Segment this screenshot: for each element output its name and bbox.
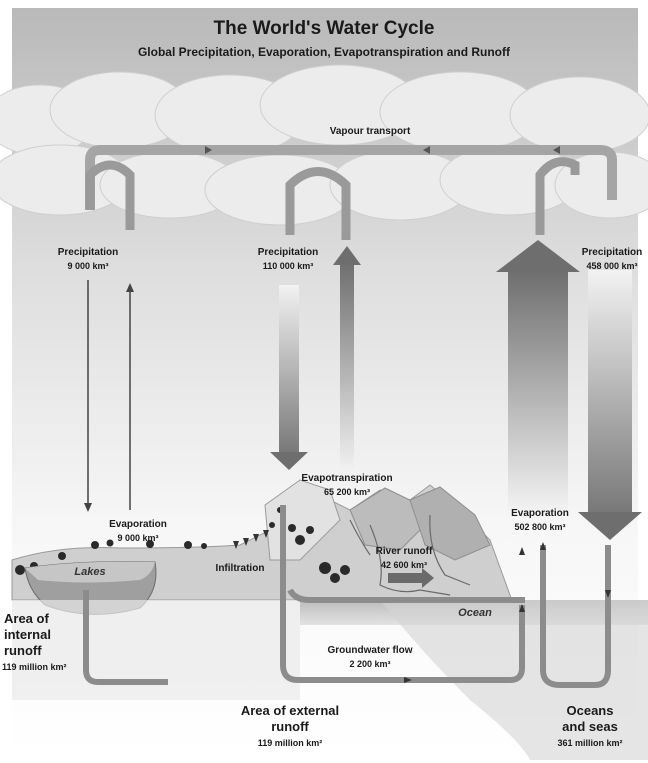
- oceans-area-line1: Oceans: [540, 704, 640, 719]
- external-runoff-area-line1: Area of external: [220, 704, 360, 719]
- precipitation-internal-label: Precipitation: [48, 247, 128, 259]
- internal-runoff-area-value: 119 million km²: [2, 662, 78, 672]
- lakes-label: Lakes: [60, 566, 120, 579]
- precipitation-external-value: 110 000 km³: [248, 261, 328, 271]
- precipitation-internal-value: 9 000 km³: [48, 261, 128, 271]
- groundwater-flow-value: 2 200 km³: [310, 659, 430, 669]
- precipitation-ocean-label: Precipitation: [576, 247, 648, 259]
- infiltration-label: Infiltration: [205, 563, 275, 575]
- vapour-transport-label: Vapour transport: [300, 126, 440, 138]
- evaporation-ocean-label: Evaporation: [500, 508, 580, 520]
- evapotranspiration-value: 65 200 km³: [282, 487, 412, 497]
- ocean-label: Ocean: [440, 607, 510, 620]
- evaporation-internal-label: Evaporation: [98, 519, 178, 531]
- external-runoff-area-line2: runoff: [220, 720, 360, 735]
- diagram-title: The World's Water Cycle: [0, 18, 648, 40]
- internal-runoff-area-line1: Area of: [4, 612, 74, 627]
- external-runoff-area-value: 119 million km²: [220, 738, 360, 748]
- diagram-subtitle: Global Precipitation, Evaporation, Evapo…: [0, 46, 648, 60]
- oceans-area-value: 361 million km²: [540, 738, 640, 748]
- internal-runoff-area-line3: runoff: [4, 644, 74, 659]
- evaporation-internal-value: 9 000 km³: [98, 533, 178, 543]
- river-runoff-value: 42 600 km³: [364, 560, 444, 570]
- oceans-area-line2: and seas: [540, 720, 640, 735]
- evaporation-ocean-arrow: [496, 240, 580, 510]
- evapotranspiration-label: Evapotranspiration: [282, 473, 412, 485]
- internal-runoff-area-line2: internal: [4, 628, 74, 643]
- groundwater-flow-label: Groundwater flow: [310, 645, 430, 657]
- precipitation-ocean-value: 458 000 km³: [576, 261, 648, 271]
- river-runoff-label: River runoff: [364, 546, 444, 558]
- precipitation-external-label: Precipitation: [248, 247, 328, 259]
- evaporation-ocean-value: 502 800 km³: [500, 522, 580, 532]
